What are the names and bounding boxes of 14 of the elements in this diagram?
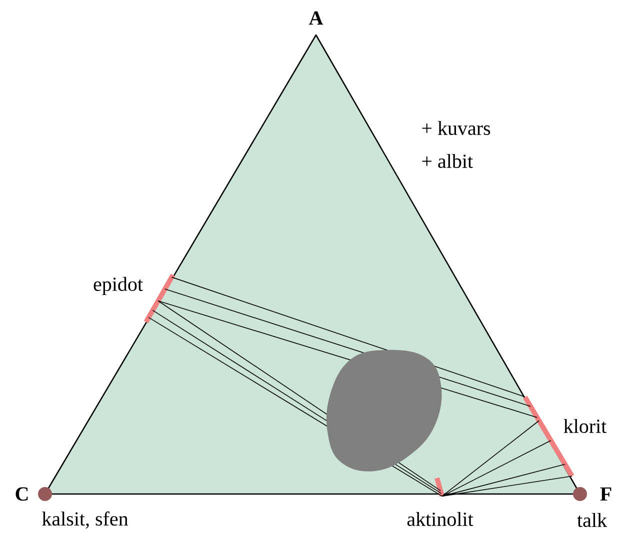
text-label: talk (577, 512, 608, 528)
text-label: + kuvars (422, 120, 490, 136)
vertex-label: A (308, 11, 324, 25)
text-label: kalsit, sfen (42, 511, 128, 529)
text-label: + albit (422, 154, 473, 168)
tie-line (442, 464, 566, 497)
mineral-label: klorit (564, 418, 607, 434)
vertex-label: F (600, 487, 612, 501)
tie-line (442, 420, 540, 497)
mineral-label: epidot (94, 276, 143, 296)
mineral-label: aktinolit (407, 512, 474, 526)
vertex-label: C (16, 487, 28, 501)
tie-line (442, 440, 552, 497)
tie-line (442, 476, 572, 497)
